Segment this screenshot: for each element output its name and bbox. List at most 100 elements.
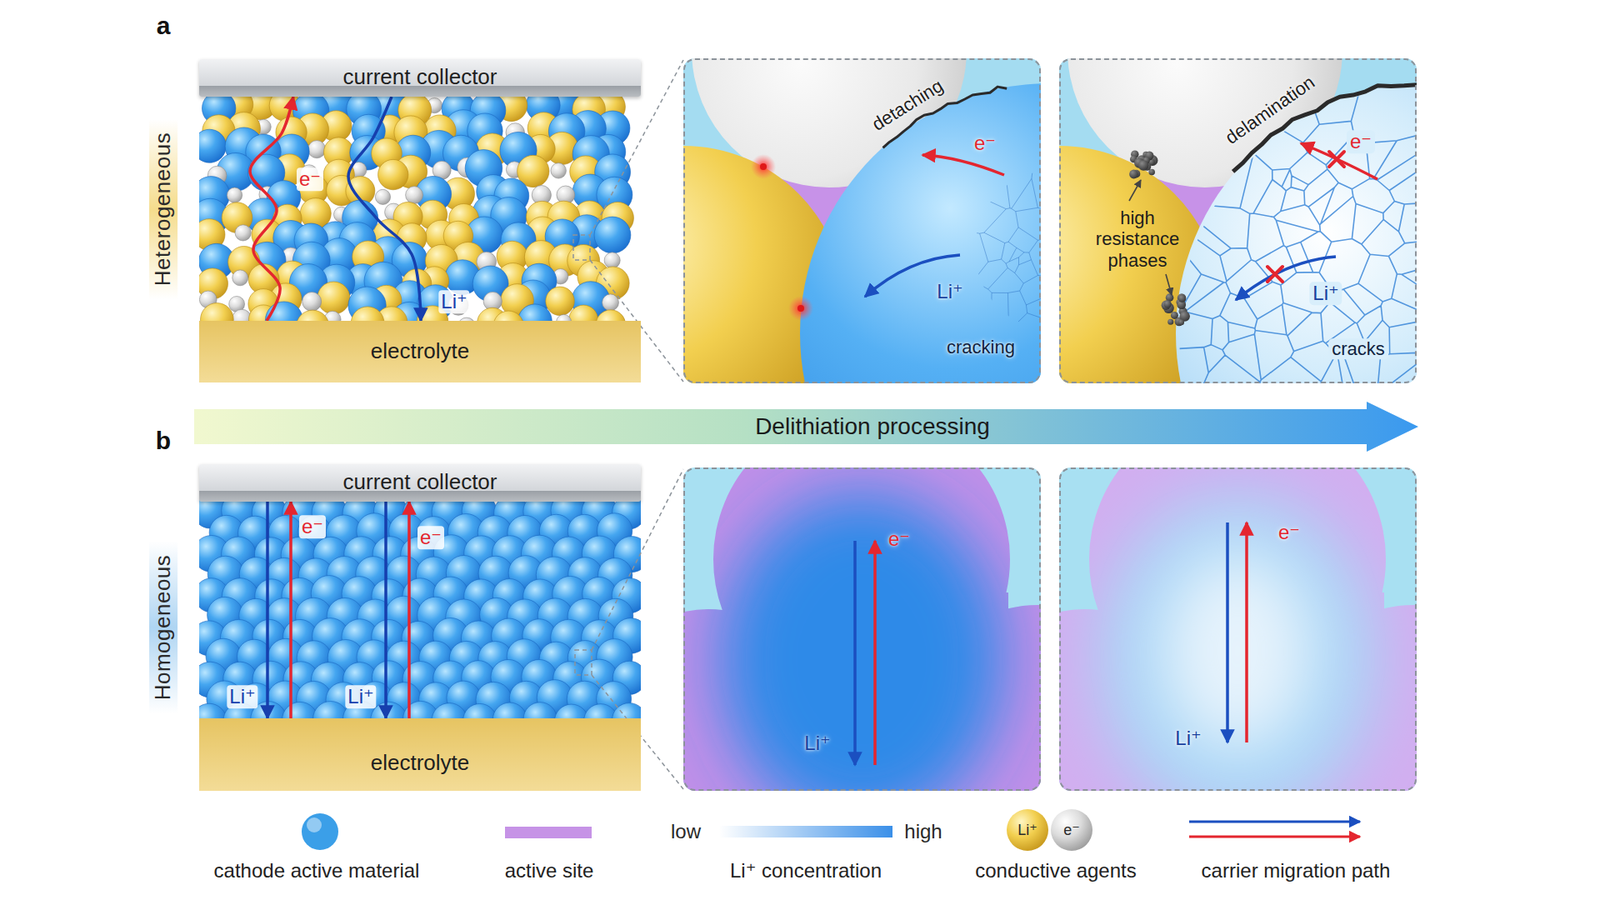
conductive-agent-e [226, 187, 242, 203]
zoom-frame [573, 235, 590, 260]
contact-point [797, 305, 805, 312]
row-title: Heterogeneous [149, 119, 178, 300]
resistive-phase [1167, 319, 1174, 325]
conductive-agent-e [375, 189, 390, 205]
annotation-text: cracks [1328, 338, 1389, 360]
cathode-particle [800, 83, 1041, 384]
particle-cluster [683, 467, 1041, 791]
legend-swatch [301, 813, 339, 850]
annotation-text: e⁻ [1346, 130, 1375, 154]
carrier-label: e⁻ [417, 525, 445, 550]
zoom-panel: e⁻ Li⁺ [1059, 467, 1417, 791]
electron-path [922, 155, 1005, 175]
annotation-text: Li⁺ [936, 280, 963, 304]
resistive-phase [1148, 169, 1155, 176]
conductive-agent-e [405, 186, 424, 205]
conductive-agent-li [1006, 809, 1049, 851]
node-label: electrolyte [370, 339, 470, 365]
annotation-text: high resistance phases [1083, 207, 1192, 271]
legend-text: carrier migration path [1201, 859, 1391, 883]
resistive-phase [1178, 319, 1185, 325]
conductive-agent-li [545, 286, 575, 315]
conductive-agent-e [302, 291, 322, 311]
zoom-panel: delaminatione⁻high resistance phasesLi⁺c… [1059, 58, 1417, 384]
legend-text: cathode active material [214, 859, 420, 883]
li-concentration [720, 492, 1004, 791]
panel-letter: b [155, 426, 171, 456]
blocked-mark [1329, 151, 1345, 167]
arrow-band [194, 401, 1419, 452]
electron-path [873, 540, 877, 765]
resistive-phase [1178, 295, 1186, 303]
scale-end: high [904, 820, 942, 844]
conductive-agent-li [317, 281, 350, 315]
carrier-path [265, 501, 270, 719]
contact-glow [750, 154, 776, 180]
resistive-phase [1164, 300, 1172, 308]
conductive-agent-e [604, 252, 620, 269]
sample-symbol: e⁻ [1063, 821, 1080, 840]
carrier-path [384, 501, 388, 719]
annotation-text: e⁻ [974, 131, 996, 155]
li-concentration [1095, 492, 1380, 791]
annotation-text: Li⁺ [1175, 726, 1201, 750]
carrier-path [250, 96, 294, 321]
conductive-agent-e [602, 294, 620, 311]
ion-path [1225, 522, 1230, 743]
conductive-agent-li [378, 159, 409, 190]
node-label: current collector [343, 65, 498, 90]
zoom-panel: detachinge⁻Li⁺cracking [683, 58, 1041, 384]
carrier-label: Li⁺ [345, 685, 376, 709]
ion-path [853, 540, 857, 765]
crack-lines [958, 158, 1041, 342]
panel-letter: a [156, 11, 171, 41]
zoom-panel-art [683, 467, 1041, 826]
node-label: electrolyte [370, 750, 470, 776]
carrier-path [348, 96, 421, 321]
annotation-text: Li⁺ [804, 731, 830, 755]
zoom-panel-art [1059, 467, 1417, 826]
conductive-agent-e [550, 163, 566, 179]
process-arrow: Delithiation processing [194, 401, 1419, 452]
legend-text: active site [505, 859, 595, 883]
annotation-text: cracking [946, 336, 1015, 358]
blocked-mark [1267, 266, 1283, 282]
concentration-bar [719, 825, 893, 838]
contact-point [760, 163, 767, 170]
carrier-label: e⁻ [299, 515, 326, 539]
resistive-phase [1170, 311, 1179, 320]
resistive-phase [1129, 170, 1139, 180]
annotation-text: e⁻ [1278, 520, 1300, 545]
conductive-agent-e [232, 270, 249, 286]
legend-samples [301, 809, 1360, 851]
node-label: Delithiation processing [755, 413, 990, 440]
electrode-homogeneous [199, 498, 641, 725]
carrier-path [289, 501, 293, 719]
legend-text: conductive agents [975, 859, 1136, 883]
carrier-label: Li⁺ [438, 290, 470, 314]
node-label: current collector [343, 470, 498, 495]
row-title: Homogeneous [149, 541, 178, 715]
carrier-label: Li⁺ [226, 685, 258, 709]
crack-network [1167, 58, 1417, 384]
annotation-text: Li⁺ [1309, 281, 1342, 305]
electron-path [1245, 522, 1249, 743]
current-collector: current collector [199, 59, 641, 97]
particle-cluster [1059, 467, 1417, 791]
li-concentration [1162, 550, 1313, 751]
electron-path-sample [1189, 835, 1360, 839]
electrolyte-layer: electrolyte [199, 718, 641, 791]
legend-swatch [505, 826, 592, 839]
annotation-text: e⁻ [888, 527, 910, 551]
carrier-path [407, 501, 411, 719]
electrode-heterogeneous [199, 93, 634, 335]
conductive-agent-e [308, 140, 326, 159]
contact-glow [788, 295, 814, 321]
scale-end: low [670, 820, 701, 844]
sample-symbol: Li⁺ [1017, 821, 1038, 840]
legend-text: Li⁺ concentration [730, 859, 882, 883]
conductive-agent-e [235, 225, 251, 241]
cathode-particle [199, 129, 226, 163]
leader-line [1165, 274, 1172, 295]
